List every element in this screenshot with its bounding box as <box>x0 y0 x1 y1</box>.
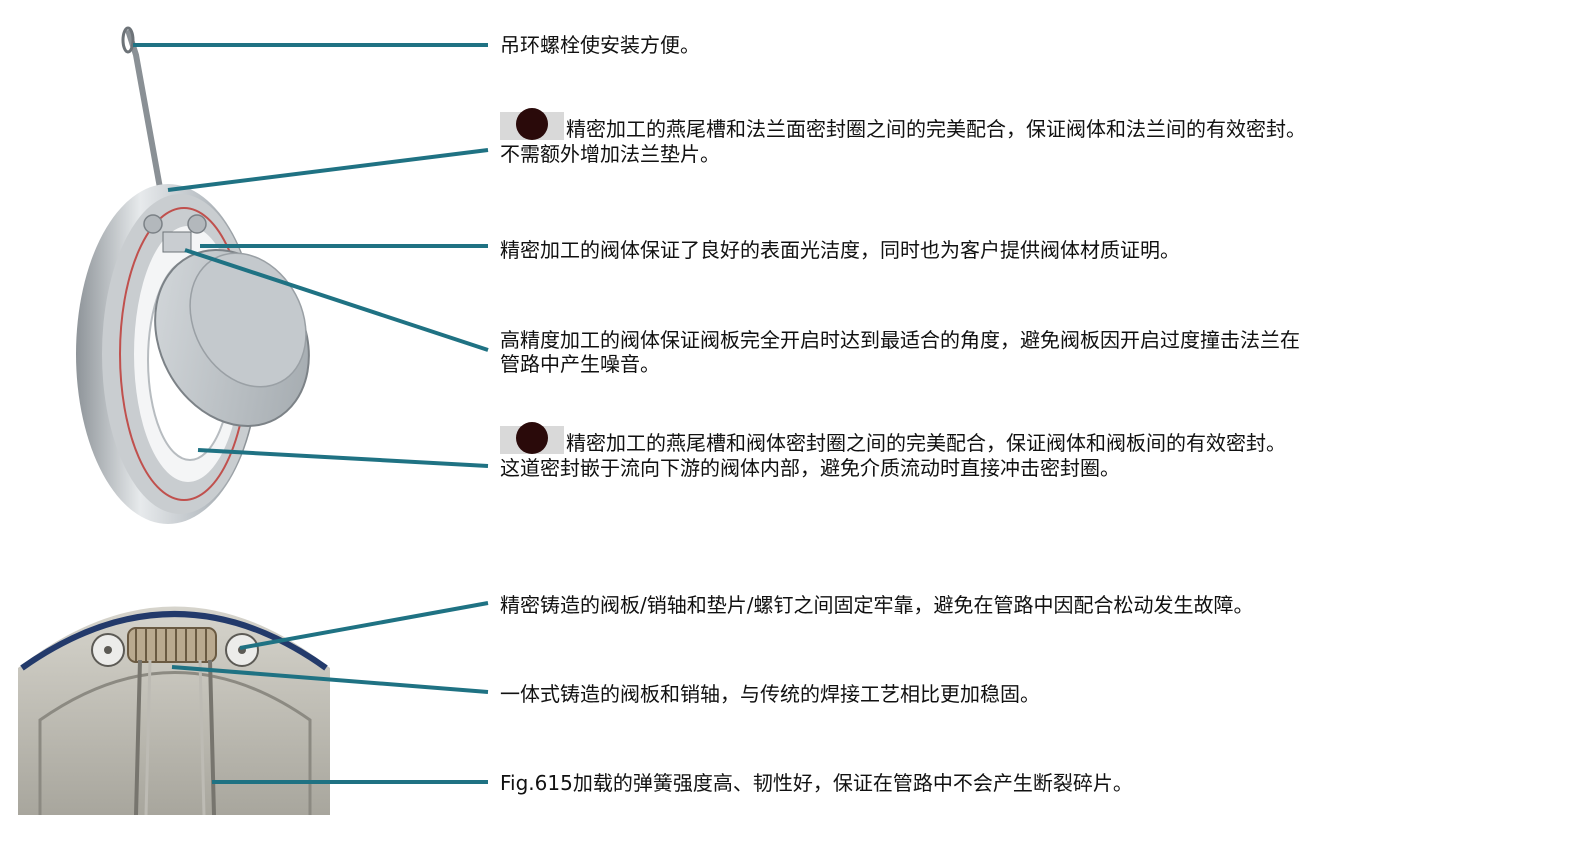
bullet-dot-icon <box>516 108 548 140</box>
leader-line-body-seal <box>197 448 489 468</box>
leader-line-flange-seal <box>167 148 489 192</box>
callout-text: 这道密封嵌于流向下游的阀体内部，避免介质流动时直接冲击密封圈。 <box>500 456 1120 480</box>
leader-line-disc-angle <box>184 248 489 352</box>
callout-disc-angle: 高精度加工的阀体保证阀板完全开启时达到最适合的角度，避免阀板因开启过度撞击法兰在… <box>500 328 1300 376</box>
callout-text: 精密加工的燕尾槽和阀体密封圈之间的完美配合，保证阀体和阀板间的有效密封。 <box>566 431 1286 455</box>
eyebolt <box>121 26 163 189</box>
callout-text: 不需额外增加法兰垫片。 <box>500 142 720 166</box>
bullet-marker <box>500 108 564 140</box>
leader-line-pin-fastening <box>239 601 489 650</box>
callout-text: Fig.615加载的弹簧强度高、韧性好，保证在管路中不会产生断裂碎片。 <box>500 771 1133 795</box>
callout-text: 高精度加工的阀体保证阀板完全开启时达到最适合的角度，避免阀板因开启过度撞击法兰在 <box>500 328 1300 352</box>
callout-spring: Fig.615加载的弹簧强度高、韧性好，保证在管路中不会产生断裂碎片。 <box>500 771 1133 795</box>
bullet-marker <box>500 422 564 454</box>
bullet-dot-icon <box>516 422 548 454</box>
callout-flange-seal: 精密加工的燕尾槽和法兰面密封圈之间的完美配合，保证阀体和法兰间的有效密封。 不需… <box>500 108 1306 166</box>
callout-body-seal: 精密加工的燕尾槽和阀体密封圈之间的完美配合，保证阀体和阀板间的有效密封。 这道密… <box>500 422 1286 480</box>
callout-integral-casting: 一体式铸造的阀板和销轴，与传统的焊接工艺相比更加稳固。 <box>500 682 1040 706</box>
callout-text: 精密铸造的阀板/销轴和垫片/螺钉之间固定牢靠，避免在管路中因配合松动发生故障。 <box>500 593 1254 617</box>
callout-text: 精密加工的燕尾槽和法兰面密封圈之间的完美配合，保证阀体和法兰间的有效密封。 <box>566 117 1306 141</box>
callout-body-finish: 精密加工的阀体保证了良好的表面光洁度，同时也为客户提供阀体材质证明。 <box>500 238 1180 262</box>
callout-text: 管路中产生噪音。 <box>500 352 660 376</box>
callout-text: 精密加工的阀体保证了良好的表面光洁度，同时也为客户提供阀体材质证明。 <box>500 238 1180 262</box>
callout-pin-fastening: 精密铸造的阀板/销轴和垫片/螺钉之间固定牢靠，避免在管路中因配合松动发生故障。 <box>500 593 1253 617</box>
valve-disc <box>154 231 310 427</box>
callout-eyebolt: 吊环螺栓使安装方便。 <box>500 33 700 57</box>
leader-lines <box>133 43 489 784</box>
callout-text: 一体式铸造的阀板和销轴，与传统的焊接工艺相比更加稳固。 <box>500 682 1040 706</box>
leader-line-integral-casting <box>171 665 489 694</box>
callout-text: 吊环螺栓使安装方便。 <box>500 33 700 57</box>
disc-closeup <box>18 606 330 816</box>
